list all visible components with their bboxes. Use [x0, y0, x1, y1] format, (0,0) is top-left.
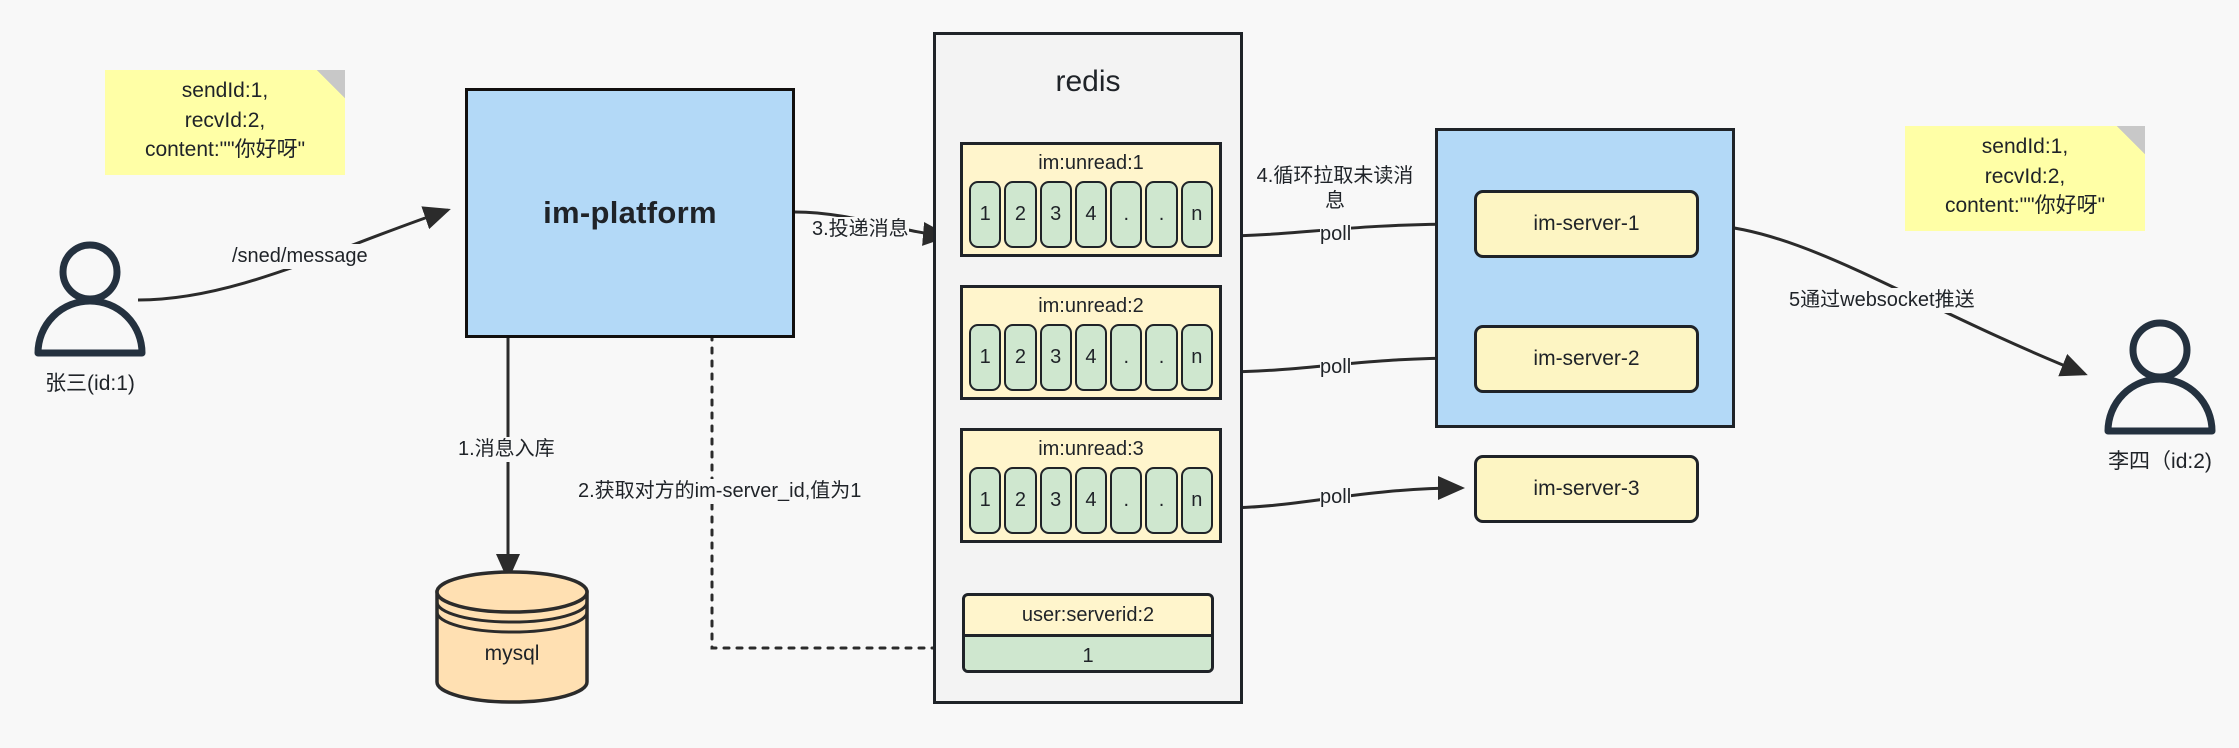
queue-cell: 1 [969, 467, 1002, 534]
note-left-line-3: content:""你好呀" [144, 138, 306, 162]
queue-cell: 1 [969, 181, 1002, 248]
note-left-line-1: sendId:1, [181, 78, 269, 102]
redis-queue-im-unread-1[interactable]: im:unread:1 1 2 3 4 . . n [960, 142, 1222, 257]
user-icon [2104, 319, 2216, 435]
queue-cells: 1 2 3 4 . . n [963, 467, 1219, 540]
queue-cell: n [1180, 181, 1213, 248]
mysql-cylinder[interactable]: mysql [432, 570, 592, 705]
note-left-line-2: recvId:2, [184, 108, 266, 132]
edge-label-poll-2: poll [1320, 355, 1352, 380]
note-right-line-3: content:""你好呀" [1944, 194, 2106, 218]
edge-label-step1: 1.消息入库 [458, 437, 555, 462]
note-fold-icon [317, 70, 345, 98]
kv-value: 1 [965, 637, 1211, 670]
queue-cell: . [1145, 324, 1178, 391]
queue-cells: 1 2 3 4 . . n [963, 181, 1219, 254]
note-left: sendId:1, recvId:2, content:""你好呀" [105, 70, 345, 175]
queue-cell: 4 [1074, 324, 1108, 391]
edge-label-step3: 3.投递消息 [812, 217, 909, 242]
actor-sender: 张三(id:1) [25, 240, 155, 395]
queue-cell: n [1180, 467, 1213, 534]
edge-label-poll-3: poll [1320, 485, 1352, 510]
queue-cell: 3 [1039, 324, 1072, 391]
edge-label-step2: 2.获取对方的im-server_id,值为1 [578, 479, 862, 504]
im-platform-label: im-platform [543, 195, 717, 230]
queue-cell: . [1110, 467, 1143, 534]
queue-cell: 2 [1004, 324, 1037, 391]
redis-queue-im-unread-3[interactable]: im:unread:3 1 2 3 4 . . n [960, 428, 1222, 543]
edge-label-step4: 4.循环拉取未读消 息 [1250, 164, 1420, 214]
edge-label-step4-line2: 息 [1325, 190, 1345, 212]
redis-kv-user-serverid[interactable]: user:serverid:2 1 [962, 593, 1214, 673]
note-fold-icon [2117, 126, 2145, 154]
queue-cell: . [1145, 467, 1178, 534]
queue-cell: 3 [1039, 181, 1072, 248]
im-server-2-box[interactable]: im-server-2 [1474, 325, 1699, 393]
queue-cell: 2 [1004, 181, 1037, 248]
edge-label-step5: 5通过websocket推送 [1789, 288, 1975, 313]
queue-key-label: im:unread:2 [1038, 295, 1144, 317]
queue-cell: n [1180, 324, 1213, 391]
im-platform-box[interactable]: im-platform [465, 88, 795, 338]
edge-label-poll-1: poll [1320, 222, 1352, 247]
actor-receiver-label: 李四（id:2) [2108, 450, 2212, 473]
note-right-line-1: sendId:1, [1981, 134, 2069, 158]
im-server-3-box[interactable]: im-server-3 [1474, 455, 1699, 523]
note-right: sendId:1, recvId:2, content:""你好呀" [1905, 126, 2145, 231]
mysql-label: mysql [484, 642, 540, 665]
queue-key-label: im:unread:1 [1038, 152, 1144, 174]
im-server-1-label: im-server-1 [1533, 212, 1640, 235]
queue-cell: 3 [1039, 467, 1072, 534]
database-icon [435, 570, 589, 704]
queue-cell: . [1110, 324, 1143, 391]
queue-key-label: im:unread:3 [1038, 438, 1144, 460]
note-right-line-2: recvId:2, [1984, 164, 2066, 188]
queue-cell: 4 [1074, 467, 1108, 534]
user-icon [34, 241, 146, 357]
edge-label-step4-line1: 4.循环拉取未读消 [1256, 165, 1414, 187]
im-server-3-label: im-server-3 [1533, 477, 1640, 500]
queue-cell: . [1145, 181, 1178, 248]
queue-cell: 4 [1074, 181, 1108, 248]
edge-label-send-message: /sned/message [232, 244, 368, 269]
redis-title: redis [1055, 65, 1121, 98]
actor-sender-label: 张三(id:1) [45, 372, 135, 395]
queue-cells: 1 2 3 4 . . n [963, 324, 1219, 397]
queue-cell: 2 [1004, 467, 1037, 534]
queue-cell: . [1110, 181, 1143, 248]
kv-key-label: user:serverid:2 [965, 596, 1211, 637]
queue-cell: 1 [969, 324, 1002, 391]
actor-receiver: 李四（id:2) [2095, 318, 2225, 473]
redis-queue-im-unread-2[interactable]: im:unread:2 1 2 3 4 . . n [960, 285, 1222, 400]
im-server-1-box[interactable]: im-server-1 [1474, 190, 1699, 258]
im-server-2-label: im-server-2 [1533, 347, 1640, 370]
